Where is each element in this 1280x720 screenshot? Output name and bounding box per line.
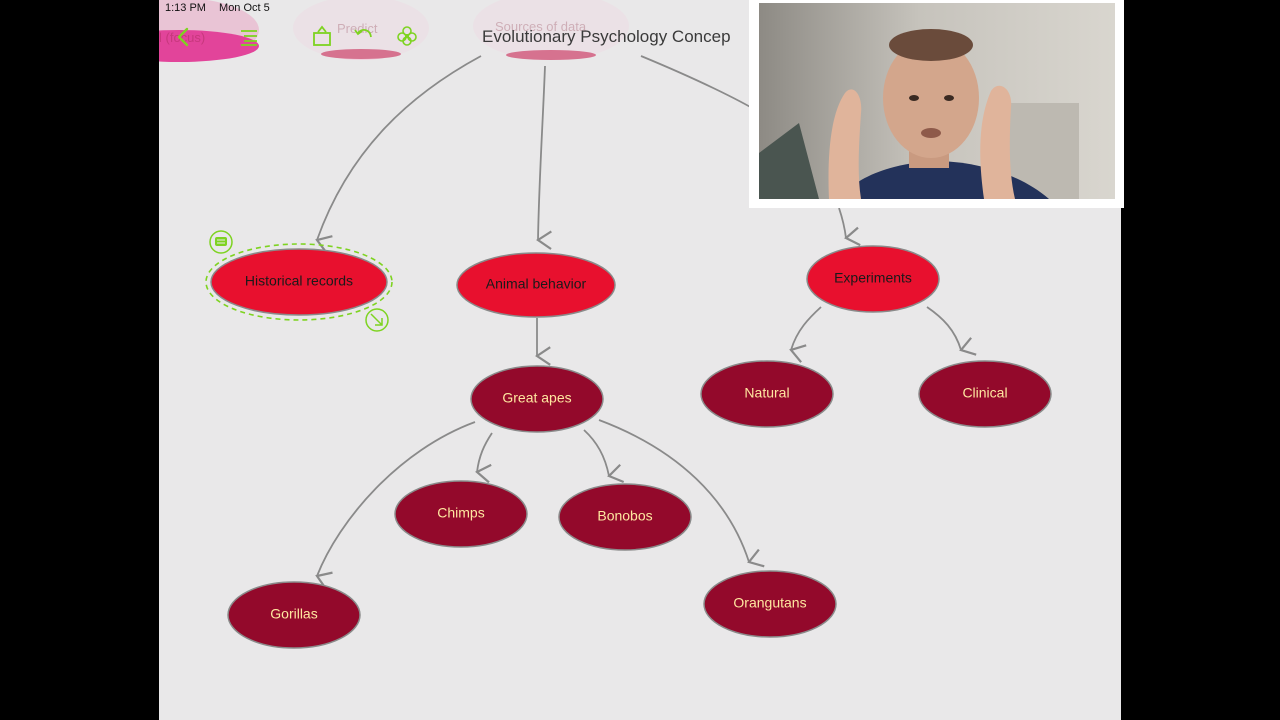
node-historical-records[interactable]: Historical records — [210, 248, 388, 316]
node-orangutans-label: Orangutans — [733, 595, 806, 611]
presenter-right-hand — [980, 85, 1015, 199]
node-gorillas-label: Gorillas — [270, 606, 317, 622]
document-title: Evolutionary Psychology Concep — [482, 27, 731, 46]
list-icon[interactable] — [238, 26, 260, 48]
ghost-node-text-predict: Predict — [337, 21, 378, 36]
selection-outline — [205, 243, 393, 321]
ghost-node-text-sources: Sources of data — [495, 19, 587, 34]
node-great-apes[interactable]: Great apes — [470, 365, 604, 433]
ghost-node-predict-edge — [321, 49, 401, 59]
arrow-great-apes-to-chimps — [475, 432, 493, 484]
node-natural[interactable]: Natural — [700, 360, 834, 428]
toolbar: l (focus) Predict Sources of data Evol — [159, 0, 759, 56]
arrow-great-apes-to-orangutans — [598, 419, 765, 568]
arrow-sources-to-animal — [536, 65, 552, 250]
arrow-great-apes-to-gorillas — [315, 421, 476, 590]
concept-map-canvas[interactable]: Historical records Animal behavior Exper… — [159, 0, 1121, 720]
status-bar: 1:13 PM Mon Oct 5 — [165, 2, 280, 14]
connect-handle-icon[interactable] — [365, 308, 389, 332]
node-animal-behavior[interactable]: Animal behavior — [456, 252, 616, 318]
presenter-video — [759, 3, 1115, 199]
ghost-node-left-edge — [159, 30, 259, 62]
node-chimps-label: Chimps — [437, 505, 484, 521]
share-box-icon[interactable] — [311, 25, 333, 47]
node-clinical-label: Clinical — [962, 385, 1007, 401]
ghost-node-sources-edge — [506, 50, 596, 60]
note-badge-icon[interactable] — [209, 230, 233, 254]
status-date: Mon Oct 5 — [219, 2, 270, 14]
arrow-experiments-to-clinical — [926, 306, 977, 356]
flower-icon[interactable] — [396, 25, 418, 47]
presenter-face — [883, 38, 979, 158]
status-time: 1:13 PM — [165, 2, 206, 14]
node-animal-behavior-label: Animal behavior — [486, 276, 587, 292]
presenter-left-hand — [828, 89, 862, 199]
arrow-into-experiments — [838, 207, 861, 247]
node-orangutans[interactable]: Orangutans — [703, 570, 837, 638]
arrow-sources-to-historical — [315, 55, 482, 254]
node-natural-label: Natural — [744, 385, 789, 401]
node-great-apes-label: Great apes — [502, 390, 571, 406]
node-experiments-label: Experiments — [834, 270, 912, 286]
node-historical-records-label: Historical records — [245, 273, 353, 289]
node-clinical[interactable]: Clinical — [918, 360, 1052, 428]
node-gorillas[interactable]: Gorillas — [227, 581, 361, 649]
node-chimps[interactable]: Chimps — [394, 480, 528, 548]
webcam-overlay[interactable] — [749, 0, 1124, 208]
node-experiments[interactable]: Experiments — [806, 245, 940, 313]
undo-icon[interactable] — [353, 25, 375, 47]
chevron-left-icon[interactable] — [173, 26, 195, 48]
arrow-sources-to-experiments — [640, 55, 760, 113]
ghost-node-text-left: l (focus) — [159, 30, 206, 45]
node-bonobos-label: Bonobos — [597, 508, 652, 524]
toolbar-backdrop — [159, 0, 759, 56]
arrow-great-apes-to-bonobos — [583, 429, 625, 484]
node-bonobos[interactable]: Bonobos — [558, 483, 692, 551]
arrow-experiments-to-natural — [789, 306, 822, 363]
